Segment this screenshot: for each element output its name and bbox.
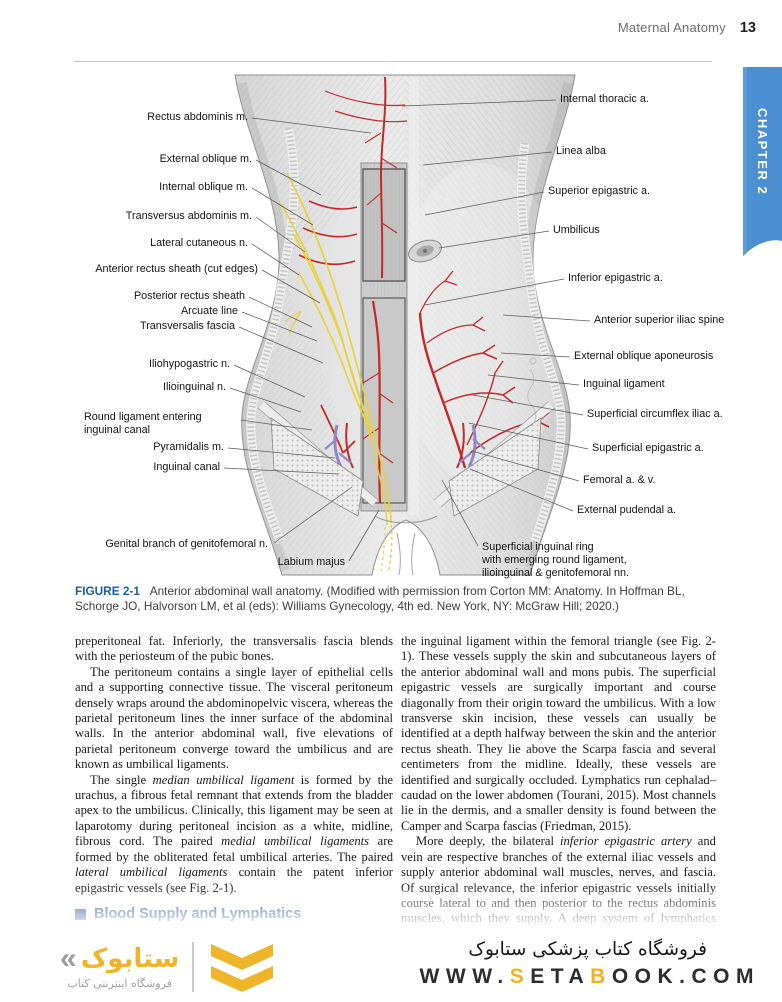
figure-caption: FIGURE 2-1 Anterior abdominal wall anato… [75, 584, 727, 614]
figure-label: Rectus abdominis m. [147, 111, 248, 123]
figure-label: Superior epigastric a. [548, 185, 651, 197]
footer-site-url: WWW.SETABOOK.COM [419, 965, 760, 988]
figure-label: Inguinal ligament [583, 378, 665, 390]
body-paragraph: The peritoneum contains a single layer o… [75, 664, 393, 772]
page-number: 13 [739, 20, 756, 36]
setabook-wordmark-block: « ستابوک فروشگاه اینترنتی کتاب [60, 942, 180, 991]
figure-label: Superficial inguinal ring with emerging … [482, 541, 630, 580]
label-leader-lines [223, 99, 591, 562]
figure-label: Arcuate line [180, 305, 238, 317]
header-rule [74, 61, 712, 62]
figure-label: Transversus abdominis m. [125, 210, 252, 222]
figure-label: Anterior rectus sheath (cut edges) [95, 263, 258, 275]
footer-watermark: « ستابوک فروشگاه اینترنتی کتاب فروشگاه ک… [0, 938, 782, 1002]
figure-label: Ilioinguinal n. [162, 381, 226, 393]
figure-label: Femoral a. & v. [583, 474, 656, 486]
setabook-wordmark: ستابوک [80, 944, 180, 974]
figure-label: Inguinal canal [153, 461, 220, 473]
logo-divider [192, 942, 195, 992]
setabook-chevrons-icon [211, 944, 274, 992]
body-paragraph: The single median umbilical ligament is … [75, 772, 393, 895]
guillemet-icon: « [60, 942, 77, 975]
figure-label: External oblique aponeurosis [574, 350, 714, 362]
figure-label: External pudendal a. [577, 504, 677, 516]
chapter-tab-label: CHAPTER 2 [755, 108, 770, 196]
rectus-column [360, 77, 419, 515]
figure-label: Lateral cutaneous n. [150, 237, 248, 249]
figure-label: Linea alba [556, 145, 606, 157]
figure-label: Round ligament entering inguinal canal [84, 411, 202, 437]
figure-label: Inferior epigastric a. [568, 272, 663, 284]
figure-label: Transversalis fascia [140, 320, 235, 332]
page-header: Maternal Anatomy 13 [618, 20, 756, 36]
figure-label: Iliohypogastric n. [148, 358, 230, 370]
umbilicus-shape [408, 239, 442, 263]
figure-label: Labium majus [277, 556, 345, 568]
figure-label: Pyramidalis m. [153, 441, 224, 453]
body-paragraph: the inguinal ligament within the femoral… [401, 634, 716, 833]
abdominal-wall-illustration [223, 74, 591, 576]
setabook-tagline: فروشگاه اینترنتی کتاب [67, 977, 172, 990]
arteries [298, 76, 550, 504]
figure-label: Superficial epigastric a. [592, 442, 704, 454]
figure-label: External oblique m. [159, 153, 252, 165]
figure-label: Anterior superior iliac spine [594, 314, 725, 326]
figure-label: Internal oblique m. [159, 181, 248, 193]
figure-caption-text: Anterior abdominal wall anatomy. (Modifi… [75, 584, 685, 613]
figure-label: Umbilicus [553, 224, 600, 236]
figure-label: Superficial circumflex iliac a. [587, 408, 723, 420]
chapter-tab: CHAPTER 2 [743, 67, 782, 259]
figure-label: Genital branch of genitofemoral n. [105, 538, 268, 550]
figure-2-1: Rectus abdominis m. External oblique m. … [75, 73, 730, 585]
figure-label: Posterior rectus sheath [133, 290, 245, 302]
figure-label: Internal thoracic a. [560, 93, 649, 105]
footer-title-fa: فروشگاه کتاب پزشکی ستابوک [468, 939, 707, 960]
body-paragraph: preperitoneal fat. Inferiorly, the trans… [75, 634, 393, 664]
running-title: Maternal Anatomy [617, 20, 726, 35]
figure-caption-label: FIGURE 2-1 [75, 584, 140, 598]
text-column-left: preperitoneal fat. Inferiorly, the trans… [75, 634, 393, 946]
bottom-fade-overlay [0, 884, 782, 940]
chapter-tab-ribbon [743, 67, 782, 256]
inguinal-region [257, 357, 556, 576]
setabook-logo: « ستابوک فروشگاه اینترنتی کتاب [60, 940, 277, 994]
